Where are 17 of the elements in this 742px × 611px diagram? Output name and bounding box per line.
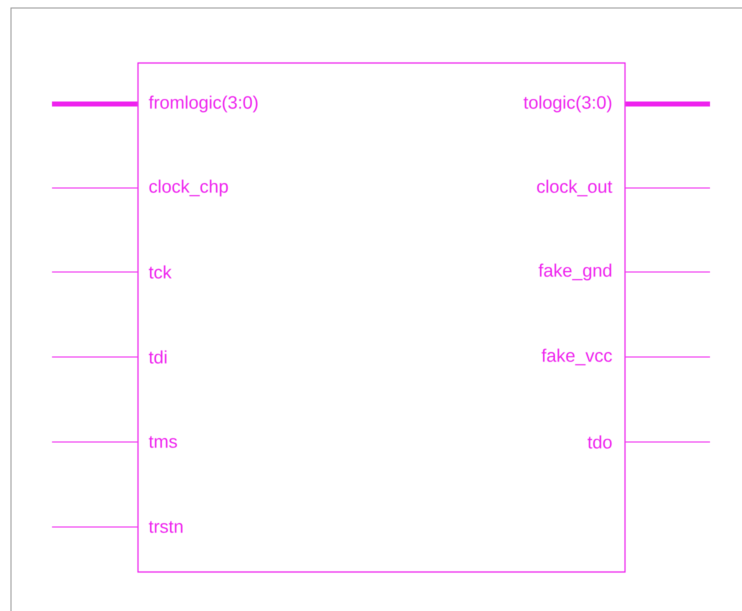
pin-label: tdo <box>588 435 612 449</box>
pin-label: tologic(3:0) <box>524 96 612 112</box>
pin-label: fake_vcc <box>542 348 612 366</box>
pin-label: fromlogic(3:0) <box>148 96 258 112</box>
block-symbol <box>137 62 626 573</box>
pin-label: clock_out <box>537 180 612 196</box>
pin-line <box>52 102 138 106</box>
pin-label: tms <box>148 436 177 448</box>
pin-label: clock_chp <box>149 180 228 196</box>
pin-line <box>625 356 710 358</box>
pin-line <box>52 526 138 528</box>
pin-line <box>52 356 138 358</box>
pin-label: fake_gnd <box>538 264 612 280</box>
pin-label: tck <box>148 265 172 279</box>
pin-line <box>626 102 710 106</box>
pin-label: trstn <box>148 521 182 533</box>
pin-label: tdi <box>148 350 166 364</box>
